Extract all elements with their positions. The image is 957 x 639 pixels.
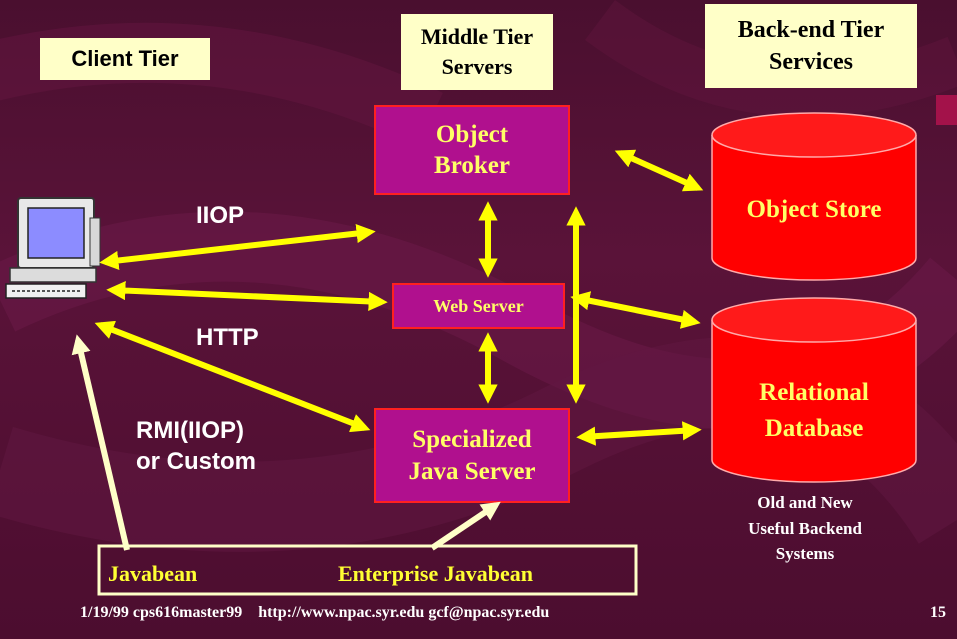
relational-line1: Relational	[759, 379, 869, 406]
http-label: HTTP	[196, 324, 259, 351]
javabean-arrow	[71, 334, 130, 551]
javabean-box	[97, 544, 638, 596]
backend-tier-label-line1: Back-end Tier	[737, 17, 885, 43]
web-arrow	[106, 281, 388, 311]
specialized-line2: Java Server	[408, 457, 536, 485]
java-relational-arrow	[576, 421, 702, 446]
object-store-label: Object Store	[746, 196, 882, 223]
iiop-label: IIOP	[196, 202, 245, 229]
http-arrow	[94, 320, 371, 433]
backend-note: Old and New Useful Backend Systems	[700, 490, 910, 567]
backend-tier-label-line2: Services	[769, 49, 853, 75]
relational-database	[711, 297, 917, 483]
middle-tier-label-line1: Middle Tier	[420, 24, 534, 49]
rmi-line2: or Custom	[136, 448, 256, 476]
enterprise-javabean-arrow	[430, 501, 501, 551]
middle-tier-label-line2: Servers	[441, 54, 513, 79]
object-broker-line2: Broker	[434, 152, 510, 179]
page-number: 15	[930, 604, 946, 621]
backend-note-line1: Old and New	[757, 493, 853, 512]
object-store-database	[711, 112, 917, 281]
footer-text: 1/19/99 cps616master99 http://www.npac.s…	[80, 604, 550, 621]
web-relational-arrow	[570, 291, 701, 329]
backend-tier-label: Back-end Tier Services	[705, 4, 917, 88]
object-broker-box: Object Broker	[374, 105, 570, 195]
iiop-arrow	[99, 223, 376, 271]
javabean-label: Javabean	[108, 561, 198, 586]
relational-line2: Database	[764, 415, 864, 442]
enterprise-javabean-label: Enterprise Javabean	[338, 561, 533, 586]
relational-database-label: Relational Database	[712, 375, 916, 447]
object-broker-line1: Object	[435, 120, 509, 148]
rmi-label: RMI(IIOP) or Custom	[136, 415, 256, 477]
broker-objectstore-arrow	[614, 149, 704, 192]
rmi-line1: RMI(IIOP)	[136, 417, 244, 444]
specialized-line1: Specialized	[412, 426, 532, 454]
web-server-box: Web Server	[392, 283, 565, 329]
backend-note-line3: Systems	[775, 544, 835, 563]
middle-tier-label: Middle Tier Servers	[401, 14, 553, 90]
backend-note-line2: Useful Backend	[748, 518, 862, 538]
specialized-java-server-box: Specialized Java Server	[374, 408, 570, 503]
client-tier-label: Client Tier	[40, 38, 210, 80]
computer-icon	[5, 197, 101, 299]
